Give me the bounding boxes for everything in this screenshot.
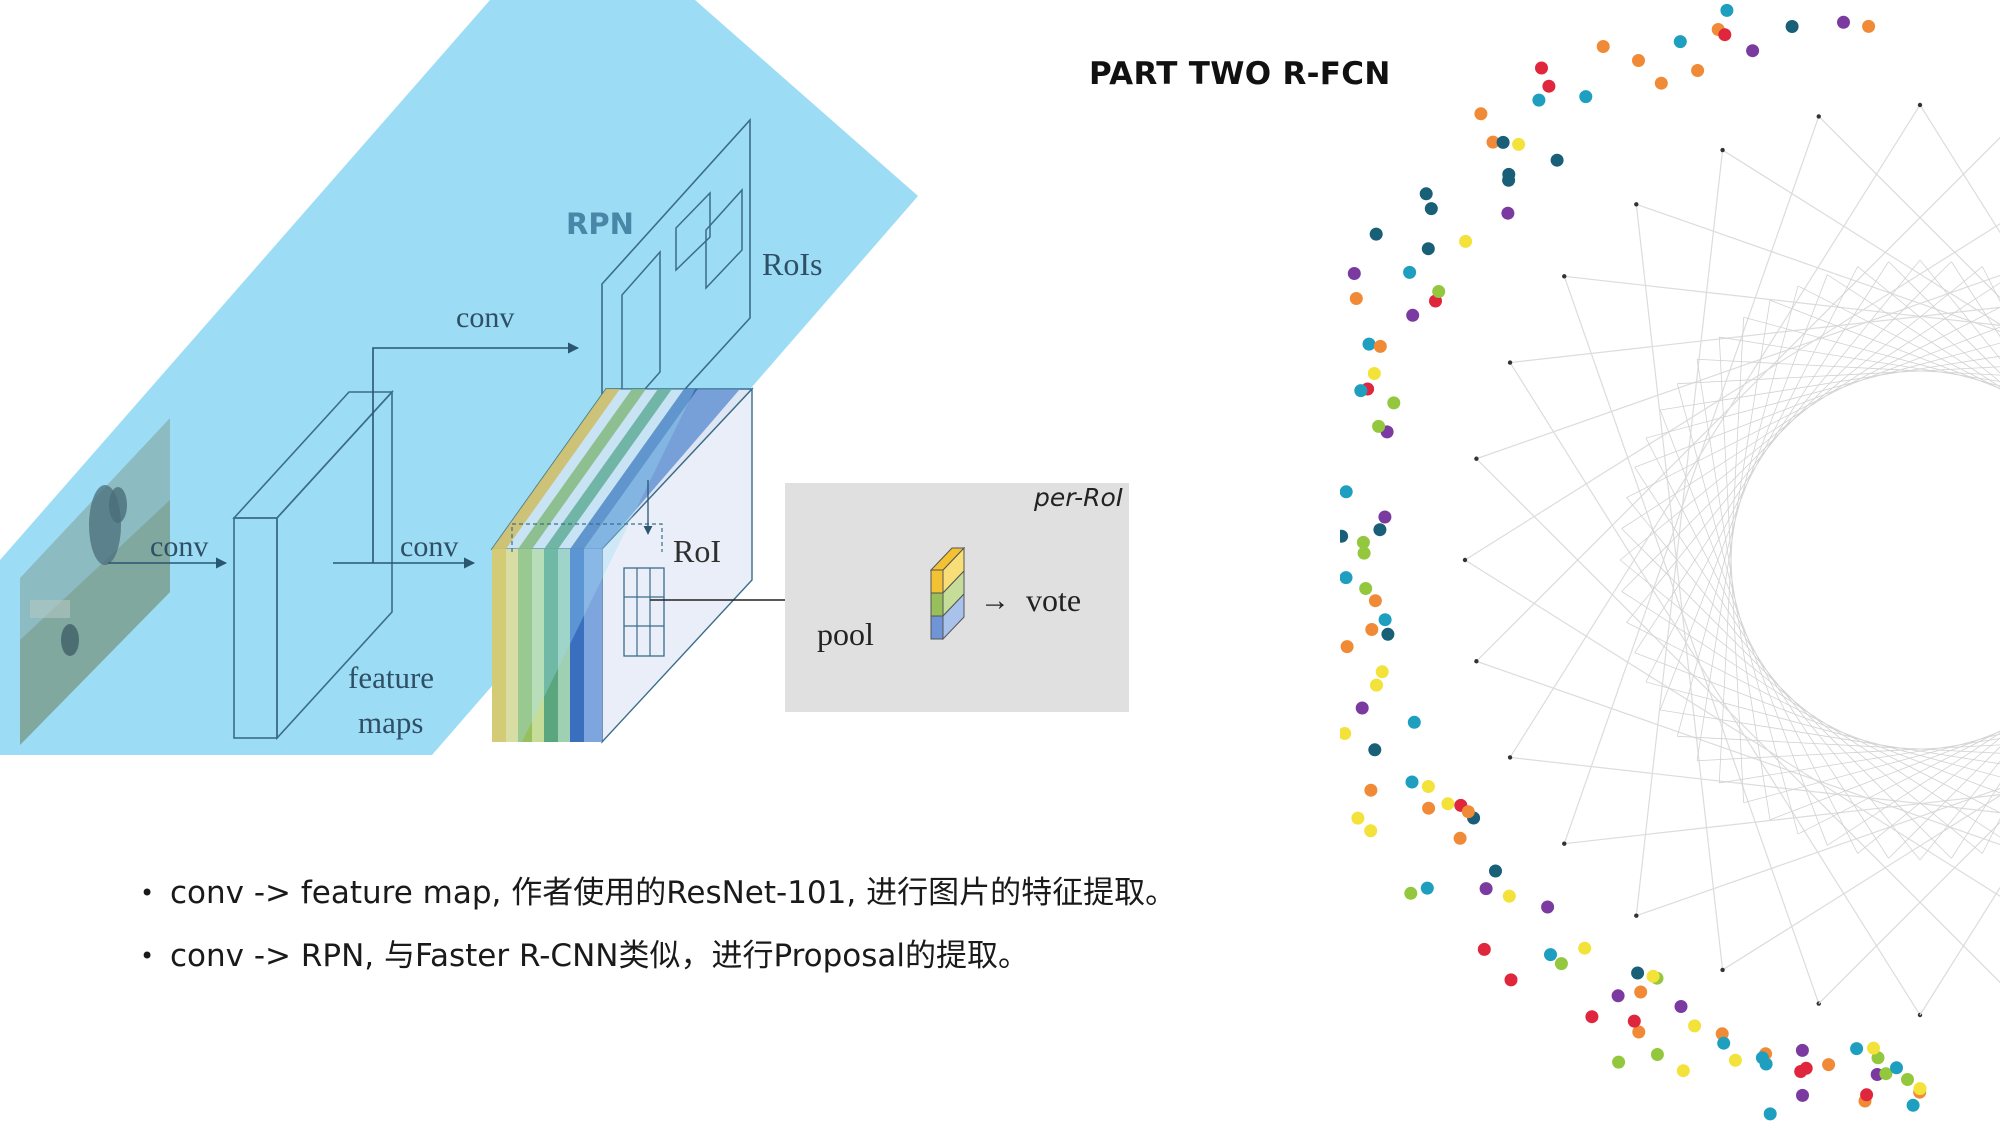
bullet-item: conv -> RPN, 与Faster R-CNN类似，进行Proposal的… [136,925,1176,988]
label-feature: feature [348,660,434,695]
rfcn-architecture-diagram: conv feature maps conv conv RPN RoIs [0,0,1129,755]
label-rpn: RPN [566,207,634,241]
conv-arrow-top [372,342,580,563]
label-conv-top: conv [456,301,514,334]
ring-dots [1340,3,1927,1121]
score-maps-block [490,387,754,744]
score-map-stripes [492,549,602,742]
roi-box-2 [675,191,711,272]
label-maps: maps [358,705,423,740]
slide-title: PART TWO R-FCN [1089,56,1391,92]
ring-lines [1462,102,2000,1018]
label-conv-middle: conv [400,530,458,563]
roi-box-1 [621,250,661,417]
arrow-to-vote: → [980,584,1010,617]
feature-maps-block [232,389,394,741]
pooled-cube [929,546,966,641]
input-image [20,418,170,745]
label-conv-left: conv [150,530,208,563]
bullet-item: conv -> feature map, 作者使用的ResNet-101, 进行… [136,862,1176,925]
decorative-ring [1340,3,2000,1121]
label-vote: vote [1026,582,1081,618]
highlight-band [0,0,918,755]
label-per-roi: per-RoI [1033,483,1123,512]
label-pool: pool [817,616,874,652]
label-rois: RoIs [762,246,822,282]
roi-box-3 [705,188,743,290]
bullet-list: conv -> feature map, 作者使用的ResNet-101, 进行… [136,862,1176,988]
label-roi: RoI [673,533,721,569]
